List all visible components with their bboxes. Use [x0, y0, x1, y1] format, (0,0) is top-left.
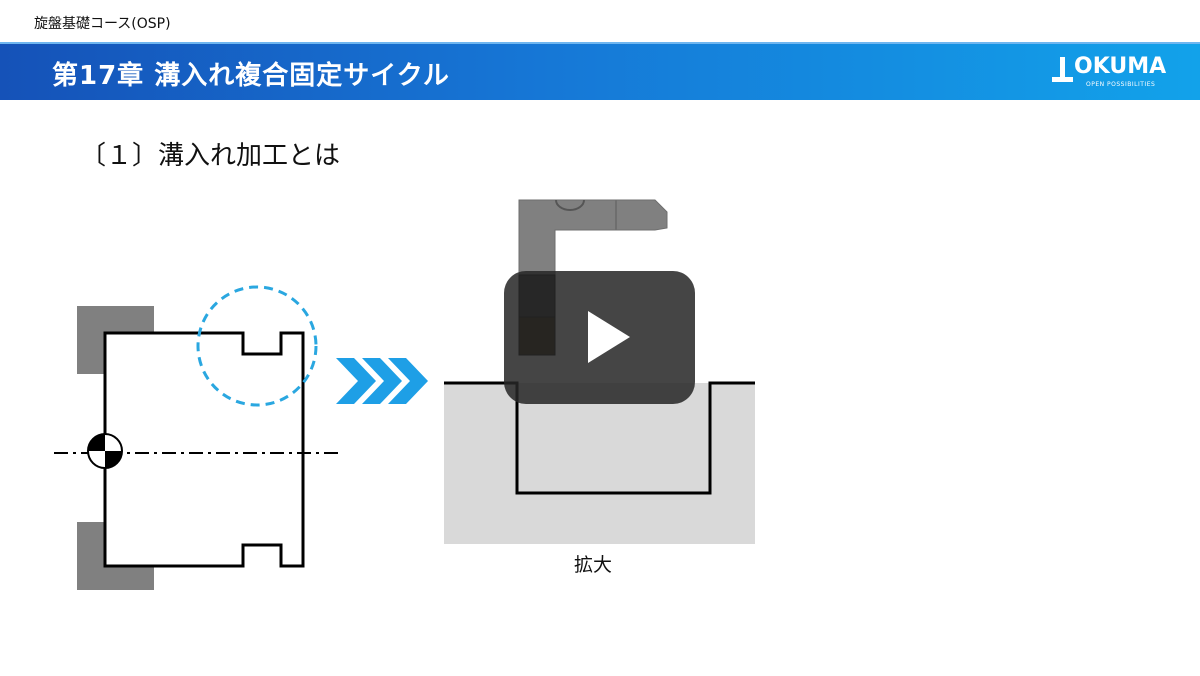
- zoom-caption: 拡大: [574, 554, 613, 576]
- focus-circle: [196, 285, 318, 407]
- zoom-arrow-icon: [336, 358, 428, 404]
- play-icon[interactable]: [588, 311, 630, 363]
- section-heading: 〔１〕溝入れ加工とは: [80, 141, 341, 171]
- workpiece-outline: [103, 331, 305, 568]
- video-play-button[interactable]: [504, 271, 695, 404]
- okuma-logo: OKUMA OPEN POSSIBILITIES: [1052, 54, 1182, 92]
- logo-tagline: OPEN POSSIBILITIES: [1086, 81, 1156, 88]
- enlarged-workpiece: [444, 383, 755, 544]
- logo-wordmark: OKUMA: [1074, 54, 1167, 79]
- work-origin-icon: [87, 433, 123, 469]
- course-title: 旋盤基礎コース(OSP): [34, 16, 171, 32]
- logo-mark-icon: [1052, 57, 1073, 82]
- banner-accent-line: [0, 42, 1200, 44]
- chapter-title: 第17章 溝入れ複合固定サイクル: [52, 61, 450, 91]
- tool-holder: [518, 199, 668, 276]
- title-banner: 第17章 溝入れ複合固定サイクル OKUMA OPEN POSSIBILITIE…: [0, 42, 1200, 100]
